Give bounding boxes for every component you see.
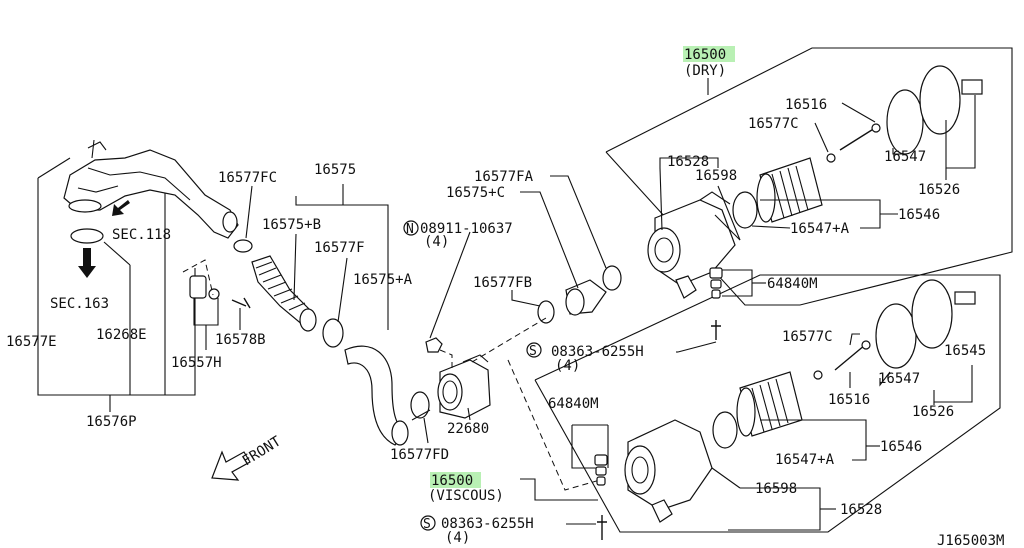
label-08911-10637[interactable]: 08911-10637 (420, 221, 513, 237)
label-16577fc[interactable]: 16577FC (218, 170, 277, 186)
clamp-16577fa (602, 265, 622, 291)
clamp-16577fd (410, 391, 430, 419)
label-viscous-sub: (VISCOUS) (428, 488, 504, 504)
gasket-16577fc (233, 239, 253, 253)
n-symbol: N (406, 222, 414, 237)
label-plate-bot (954, 291, 976, 305)
clamp-16577f (322, 318, 344, 348)
clamp-16268e (70, 228, 104, 244)
label-16516-bot[interactable]: 16516 (828, 392, 870, 408)
label-16575[interactable]: 16575 (314, 162, 356, 178)
label-sec163[interactable]: SEC.163 (50, 296, 109, 312)
nut-08911-10637 (425, 337, 443, 353)
label-16526-top[interactable]: 16526 (918, 182, 960, 198)
viscous-assembly-frame (534, 274, 1001, 533)
label-16545-bot[interactable]: 16545 (944, 343, 986, 359)
screw-top (711, 320, 721, 340)
clamp-16577fb (537, 300, 555, 324)
bolt-16578b (231, 297, 251, 309)
highlight-dry-part (683, 46, 735, 62)
mount-64840m-bot (594, 454, 608, 486)
label-16575a[interactable]: 16575+A (353, 272, 413, 288)
label-16547-top[interactable]: 16547 (884, 149, 926, 165)
label-08363-top-qty: (4) (555, 358, 580, 374)
label-16547a-bot[interactable]: 16547+A (775, 452, 835, 468)
label-16516-top[interactable]: 16516 (785, 97, 827, 113)
mount-64840m-top (709, 267, 723, 299)
dry-assembly-frame (605, 47, 1013, 306)
label-08363-top[interactable]: 08363-6255H (551, 344, 644, 360)
label-16546-top[interactable]: 16546 (898, 207, 940, 223)
label-plate-top (961, 79, 983, 95)
label-16575b[interactable]: 16575+B (262, 217, 321, 233)
label-16546-bot[interactable]: 16546 (880, 439, 922, 455)
screw-bot (597, 515, 607, 540)
label-16577fd[interactable]: 16577FD (390, 447, 449, 463)
label-16576p[interactable]: 16576P (86, 414, 137, 430)
label-16528-top[interactable]: 16528 (667, 154, 709, 170)
label-16500-viscous[interactable]: 16500 (431, 473, 473, 489)
air-cleaner-viscous (624, 419, 713, 523)
seal-16547a-bot (712, 411, 738, 449)
label-16598-top[interactable]: 16598 (695, 168, 737, 184)
mass-air-flow-sensor-22680 (437, 354, 491, 419)
label-16578b[interactable]: 16578B (215, 332, 266, 348)
hose-16575c (565, 279, 607, 316)
bracket-16557h (189, 275, 207, 299)
s-symbol-circle-bot (420, 515, 436, 531)
washer-16577c-top (826, 153, 836, 163)
seal-16547-bot (875, 303, 917, 369)
label-16577fb[interactable]: 16577FB (473, 275, 532, 291)
bracket-16576p (37, 178, 196, 396)
label-22680[interactable]: 22680 (447, 421, 489, 437)
label-16577c-bot[interactable]: 16577C (782, 329, 833, 345)
s-symbol-bot: S (423, 517, 431, 532)
air-duct-upper (63, 139, 239, 239)
label-16547a-top[interactable]: 16547+A (790, 221, 850, 237)
air-cleaner-dry (647, 191, 741, 299)
highlight-viscous-part (430, 472, 481, 488)
label-16268e[interactable]: 16268E (96, 327, 147, 343)
bolt-16516-bot (834, 344, 866, 371)
label-08911-qty: (4) (424, 234, 449, 250)
diagram-id: J165003M (937, 533, 1004, 548)
n-symbol-circle (403, 220, 419, 236)
label-16500-dry[interactable]: 16500 (684, 47, 726, 63)
seal-16547-top (886, 89, 924, 155)
washer-16577c-bot (813, 370, 823, 380)
label-dry-sub: (DRY) (684, 63, 726, 79)
label-16575c[interactable]: 16575+C (446, 185, 505, 201)
bolt-16516-top (839, 127, 876, 151)
label-16577c-top[interactable]: 16577C (748, 116, 799, 132)
label-16577e[interactable]: 16577E (6, 334, 57, 350)
label-64840m-bot[interactable]: 64840M (548, 396, 599, 412)
front-direction-arrow (211, 450, 251, 481)
filter-element-bot (736, 371, 803, 437)
label-16526-bot[interactable]: 16526 (912, 404, 954, 420)
leader-lines (193, 78, 976, 531)
s-symbol-top: S (529, 344, 537, 359)
bellows-hose-16575b (251, 255, 317, 332)
label-sec118[interactable]: SEC.118 (112, 227, 171, 243)
ring-16526-top (919, 65, 961, 135)
label-16547-bot[interactable]: 16547 (878, 371, 920, 387)
seal-16547a-top (732, 191, 758, 229)
label-16528-bot[interactable]: 16528 (840, 502, 882, 518)
arrow-sec118 (112, 200, 130, 216)
label-08363-bot-qty: (4) (445, 530, 470, 546)
label-16557h[interactable]: 16557H (171, 355, 222, 371)
s-symbol-circle-top (526, 342, 542, 358)
ring-16526-bot (911, 279, 953, 349)
label-front: FRONT (240, 433, 285, 469)
label-64840m-top[interactable]: 64840M (767, 276, 818, 292)
label-08363-bot[interactable]: 08363-6255H (441, 516, 534, 532)
arrow-sec163 (78, 248, 96, 278)
label-16598-bot[interactable]: 16598 (755, 481, 797, 497)
label-16577fa[interactable]: 16577FA (474, 169, 534, 185)
filter-element-top (756, 157, 823, 223)
label-16577f[interactable]: 16577F (314, 240, 365, 256)
